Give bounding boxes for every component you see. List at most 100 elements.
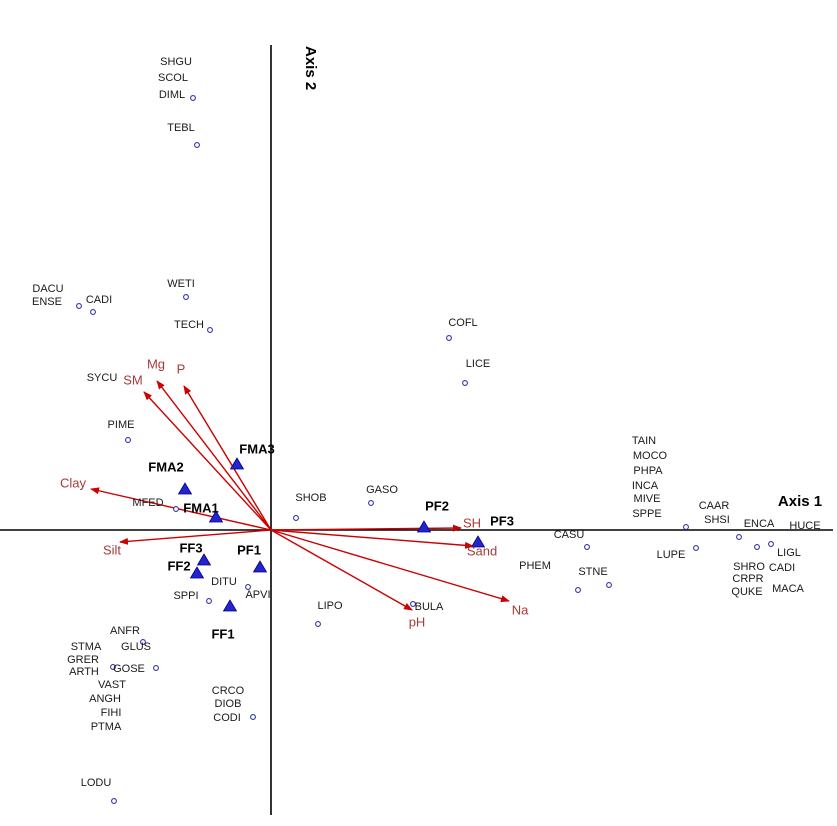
site-label-fma2: FMA2 <box>148 459 183 474</box>
env-vector-label-sm: SM <box>123 372 143 387</box>
species-label-lodu: LODU <box>81 777 112 789</box>
species-label-diml: DIML <box>159 89 185 101</box>
species-label-cofl: COFL <box>448 317 477 329</box>
species-marker <box>446 335 452 341</box>
site-marker-ff1 <box>222 599 238 612</box>
species-label-maca: MACA <box>772 583 804 595</box>
species-label-diob: DIOB <box>215 698 242 710</box>
species-label-enca: ENCA <box>744 518 775 530</box>
species-label-angh: ANGH <box>89 693 121 705</box>
species-label-gaso: GASO <box>366 484 398 496</box>
site-marker-fma3 <box>229 457 245 470</box>
site-marker-pf2 <box>416 520 432 533</box>
species-label-cadi: CADI <box>86 294 112 306</box>
species-label-pime: PIME <box>108 419 135 431</box>
env-vector-sand <box>270 529 474 549</box>
species-marker <box>293 515 299 521</box>
species-label-cadi: CADI <box>769 562 795 574</box>
species-label-glus: GLUS <box>121 641 151 653</box>
env-vector-p <box>183 385 272 531</box>
species-marker <box>575 587 581 593</box>
species-marker <box>736 534 742 540</box>
species-label-arth: ARTH <box>69 666 99 678</box>
species-marker <box>768 541 774 547</box>
species-label-ligl: LIGL <box>777 547 801 559</box>
species-label-mive: MIVE <box>634 493 661 505</box>
species-label-inca: INCA <box>632 480 659 492</box>
species-marker <box>194 142 200 148</box>
species-label-lupe: LUPE <box>657 549 686 561</box>
species-label-dacu: DACU <box>32 283 63 295</box>
env-vector-label-clay: Clay <box>60 475 87 490</box>
vectors-layer <box>90 380 510 611</box>
site-marker-pf1 <box>252 560 268 573</box>
env-vector-clay <box>90 487 272 531</box>
species-label-tech: TECH <box>174 319 204 331</box>
species-marker <box>584 544 590 550</box>
species-label-moco: MOCO <box>633 450 668 462</box>
species-label-phem: PHEM <box>519 560 551 572</box>
species-label-caar: CAAR <box>699 500 730 512</box>
species-label-tebl: TEBL <box>167 122 195 134</box>
species-label-stne: STNE <box>578 566 607 578</box>
axes-layer <box>0 45 833 815</box>
species-label-ptma: PTMA <box>91 721 122 733</box>
species-label-shob: SHOB <box>295 492 326 504</box>
env-vector-sm <box>143 391 272 531</box>
species-label-sycu: SYCU <box>87 372 118 384</box>
species-label-anfr: ANFR <box>110 625 140 637</box>
species-label-casu: CASU <box>554 529 585 541</box>
species-marker <box>462 380 468 386</box>
site-marker-ff3 <box>196 553 212 566</box>
env-vector-label-ph: pH <box>409 614 426 629</box>
site-marker-pf3 <box>470 535 486 548</box>
species-marker <box>207 327 213 333</box>
species-marker <box>250 714 256 720</box>
species-marker <box>125 437 131 443</box>
env-vector-label-na: Na <box>512 602 529 617</box>
env-vector-silt <box>119 529 272 545</box>
env-vector-label-sh: SH <box>463 515 481 530</box>
species-label-vast: VAST <box>98 679 126 691</box>
site-label-pf1: PF1 <box>237 542 261 557</box>
species-label-bula: BULA <box>415 601 444 613</box>
species-label-huce: HUCE <box>789 520 820 532</box>
species-marker <box>111 798 117 804</box>
env-vector-mg <box>156 380 272 531</box>
species-label-crco: CRCO <box>212 685 245 697</box>
env-vector-ph <box>270 529 413 611</box>
species-label-sppi: SPPI <box>173 590 198 602</box>
species-label-tain: TAIN <box>632 435 656 447</box>
site-label-fma1: FMA1 <box>183 500 218 515</box>
species-label-quke: QUKE <box>731 586 762 598</box>
species-marker <box>153 665 159 671</box>
species-marker <box>606 582 612 588</box>
species-label-apvi: APVI <box>245 589 270 601</box>
site-label-ff1: FF1 <box>211 626 234 641</box>
site-label-ff2: FF2 <box>167 558 190 573</box>
species-marker <box>173 506 179 512</box>
env-vector-label-mg: Mg <box>147 356 165 371</box>
axis2-label: Axis 2 <box>302 46 319 90</box>
site-marker-ff2 <box>189 566 205 579</box>
species-marker <box>683 524 689 530</box>
species-label-crpr: CRPR <box>732 573 763 585</box>
env-vector-sh <box>270 524 462 532</box>
species-label-sppe: SPPE <box>632 508 661 520</box>
site-label-ff3: FF3 <box>179 540 202 555</box>
species-label-ense: ENSE <box>32 296 62 308</box>
species-marker <box>206 598 212 604</box>
species-marker <box>245 584 251 590</box>
species-label-grer: GRER <box>67 654 99 666</box>
species-label-scol: SCOL <box>158 72 188 84</box>
species-label-phpa: PHPA <box>633 465 663 477</box>
env-vector-label-silt: Silt <box>103 542 121 557</box>
species-marker <box>110 664 116 670</box>
env-vector-label-sand: Sand <box>467 543 497 558</box>
species-label-gose: GOSE <box>113 663 145 675</box>
species-label-codi: CODI <box>213 712 241 724</box>
species-marker <box>190 95 196 101</box>
